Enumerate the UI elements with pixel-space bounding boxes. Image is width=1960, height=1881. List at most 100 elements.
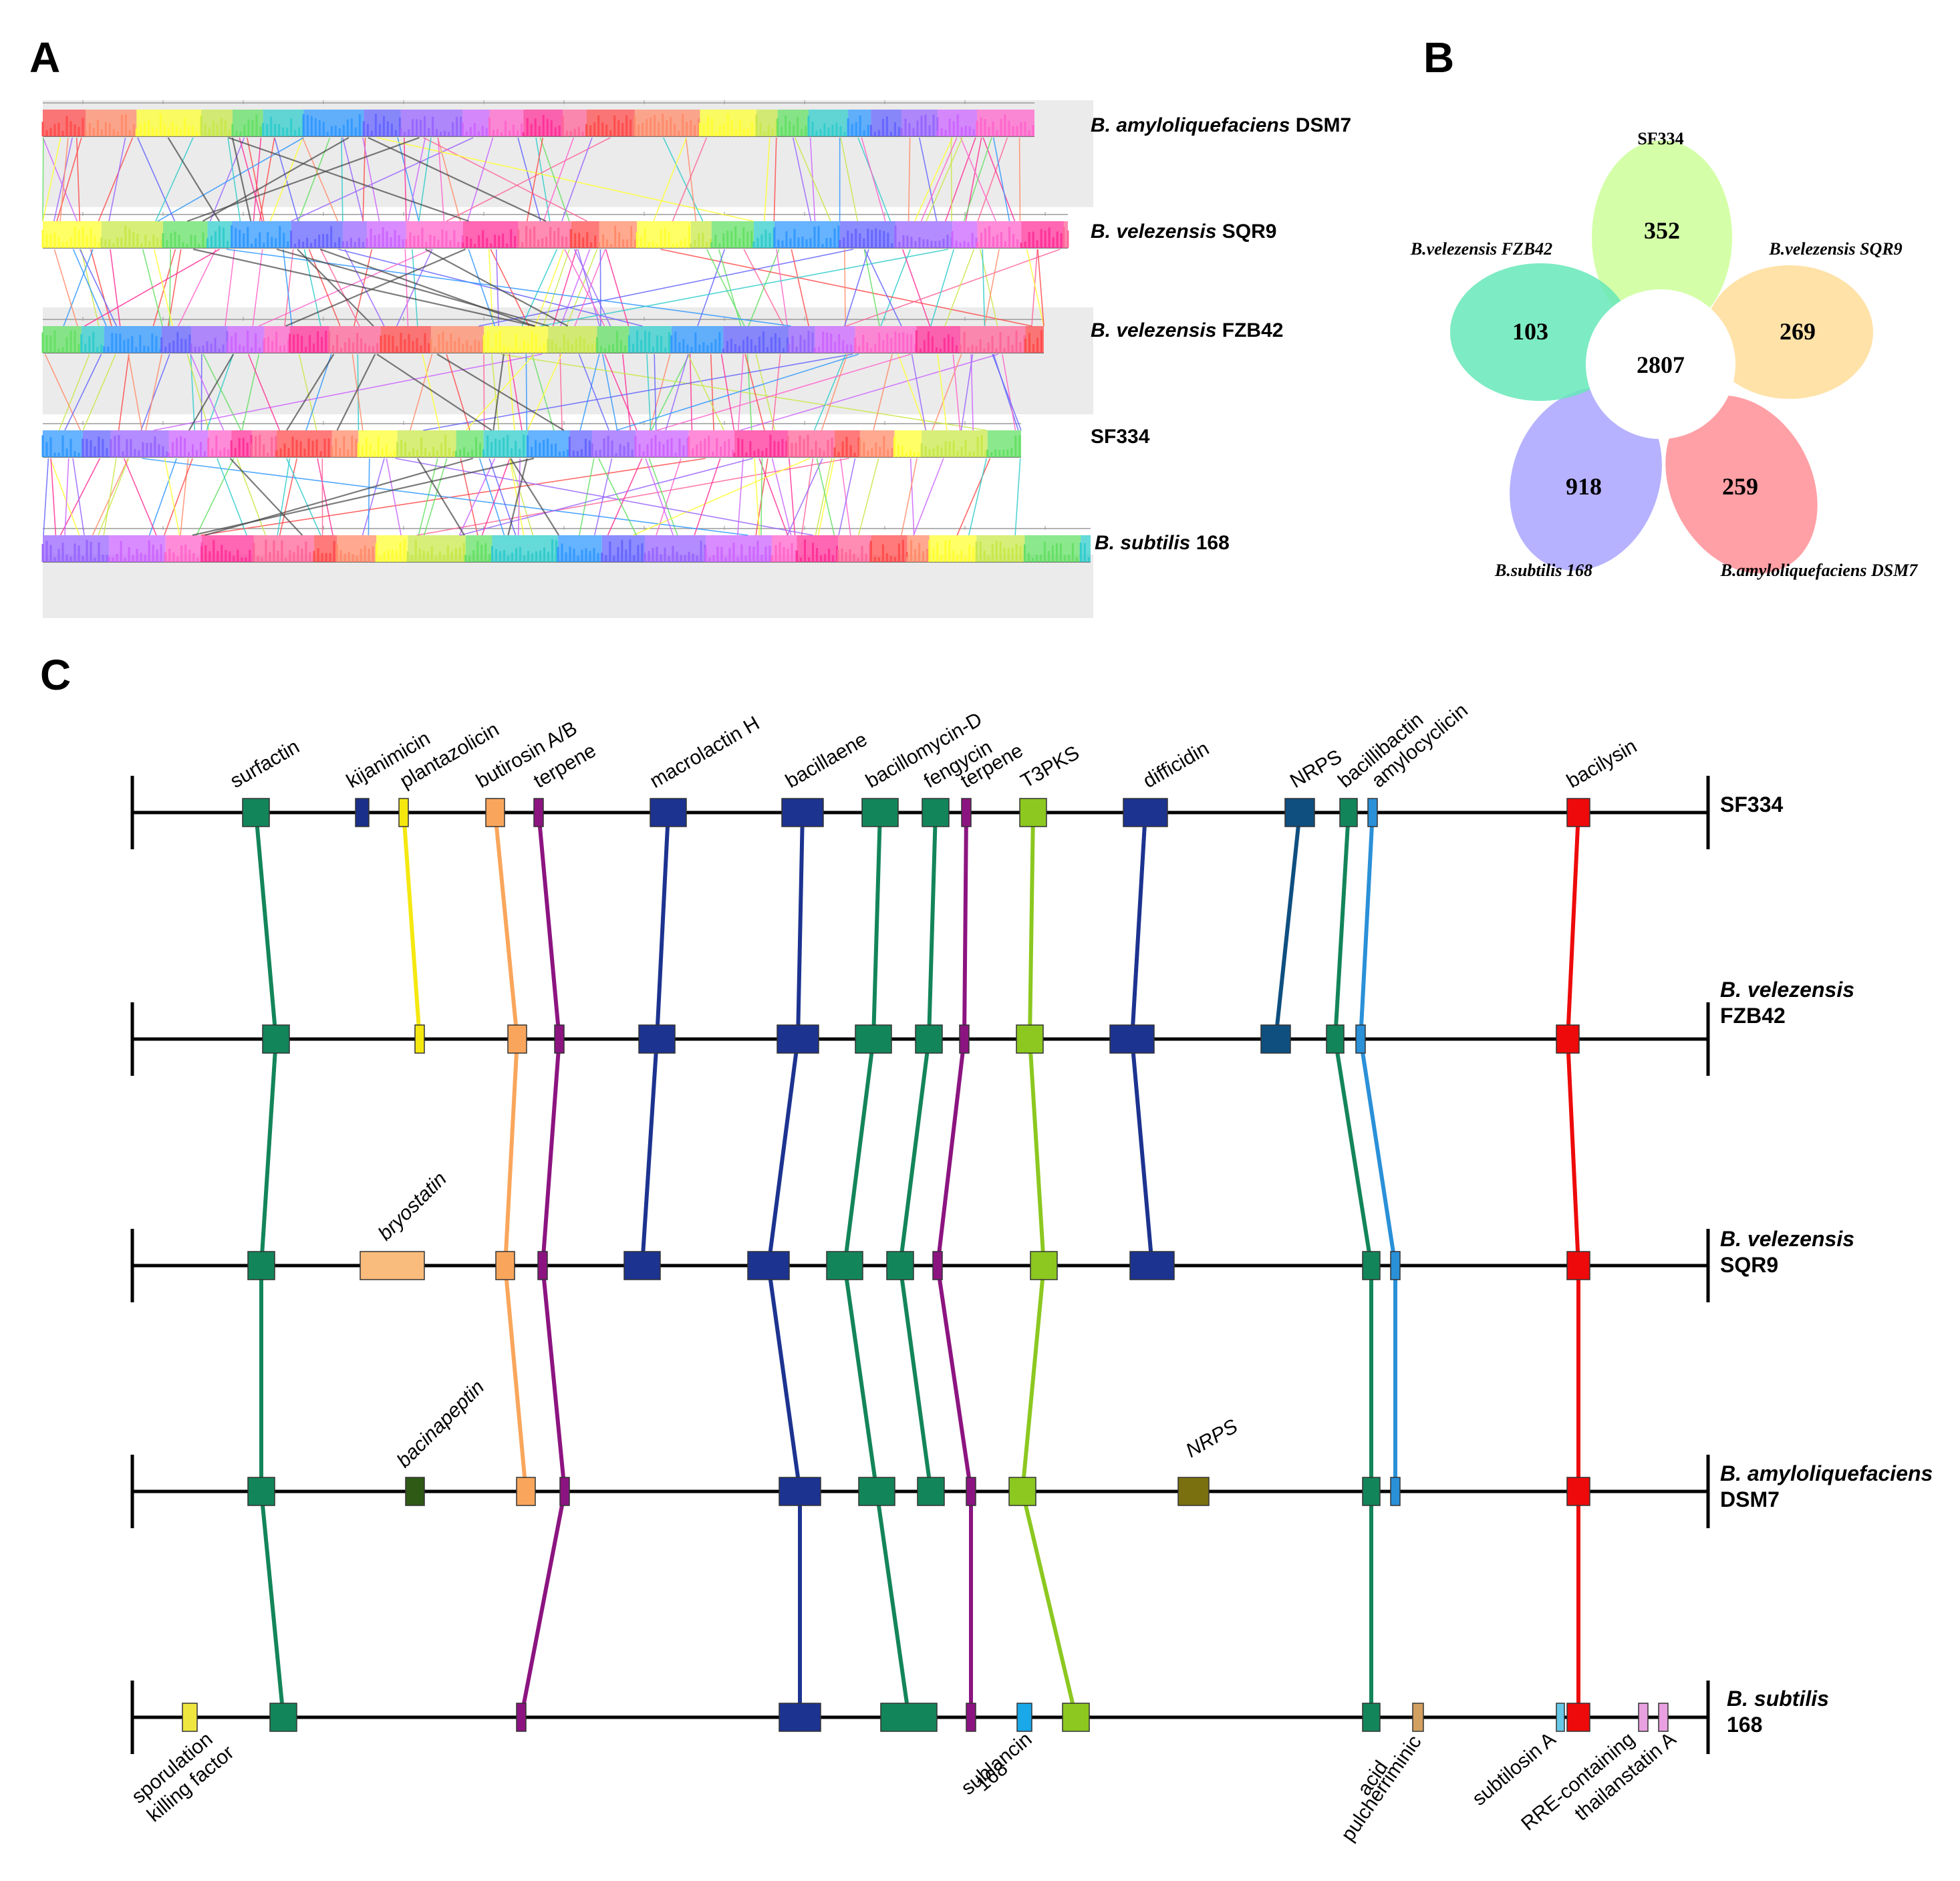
box-butirosin <box>495 1251 515 1280</box>
venn-count-dsm7: 259 <box>1722 473 1758 500</box>
lcb-connector <box>649 353 671 431</box>
lcb-connector <box>410 353 433 431</box>
lcb-connector <box>858 458 879 536</box>
lcb-connector <box>697 249 726 327</box>
lcb-connector <box>509 353 523 431</box>
lcb-connector <box>376 137 754 222</box>
lcb-connector-dark <box>319 248 535 327</box>
lcb-connector <box>918 137 938 222</box>
lcb-connector <box>648 458 678 536</box>
venn-label-168: B.subtilis 168 <box>1494 561 1592 580</box>
venn-count-sf334: 352 <box>1644 217 1680 244</box>
venn-label-dsm7: B.amyloliquefaciens DSM7 <box>1720 561 1919 580</box>
lcb-connector <box>42 137 61 222</box>
lcb-connector <box>687 353 724 431</box>
lcb-connector <box>418 137 432 222</box>
box-t3pks <box>1016 1024 1044 1054</box>
lcb-connector <box>246 137 265 222</box>
box-terpene <box>533 798 544 827</box>
box-nrps-dsm7 <box>1177 1477 1210 1506</box>
lcb-connector-dark <box>231 137 252 222</box>
lcb-connector <box>633 458 810 536</box>
link-terpene <box>537 812 561 1040</box>
box-bacillaene <box>747 1251 790 1280</box>
lcb-block <box>916 326 961 353</box>
lcb-connector <box>200 458 706 536</box>
lcb-block <box>165 535 202 562</box>
lcb-connector <box>653 137 687 222</box>
lcb-connector <box>155 137 194 222</box>
label-bacillaene: bacillaene <box>782 728 871 792</box>
lcb-connector <box>758 458 789 536</box>
link-bacillomycin <box>875 1491 911 1718</box>
lcb-connector <box>190 353 225 431</box>
box-bacillaene <box>779 1477 821 1506</box>
lcb-connector <box>368 458 370 536</box>
lcb-connector <box>478 249 854 327</box>
lcb-connector <box>72 458 85 536</box>
lcb-connector <box>42 137 78 222</box>
petal-fzb42 <box>1450 263 1631 401</box>
lcb-connector <box>952 353 961 431</box>
lcb-connector <box>543 137 575 222</box>
label-bacinapeptin: bacinapeptin <box>393 1376 489 1472</box>
link-terpene <box>519 1491 567 1718</box>
lcb-block <box>1063 221 1068 248</box>
lcb-connector <box>209 137 245 222</box>
petal-168 <box>1510 388 1662 571</box>
lcb-connector <box>507 353 515 431</box>
lcb-connector <box>404 249 409 327</box>
link-terpene2 <box>962 812 968 1040</box>
lcb-connector <box>178 249 217 327</box>
link-bacillaene <box>796 812 805 1040</box>
link-bacillaene <box>766 1265 802 1492</box>
link-fengycin <box>927 812 938 1040</box>
box-surfactin <box>262 1024 290 1054</box>
link-bacillibactin <box>1333 1038 1373 1266</box>
lcb-connector <box>740 353 999 431</box>
lcb-connector <box>82 353 116 431</box>
lcb-connector <box>342 137 364 222</box>
link-bacillomycin <box>843 1265 879 1492</box>
lcb-connector <box>913 458 944 536</box>
lcb-block <box>688 430 734 457</box>
lcb-connector <box>926 137 963 222</box>
lcb-connector <box>59 458 101 536</box>
box-t3pks <box>1062 1703 1090 1732</box>
box-amylocyclicin <box>1390 1251 1401 1280</box>
lcb-connector <box>186 353 210 431</box>
lcb-connector <box>118 353 130 431</box>
box-difficidin <box>1123 798 1168 827</box>
venn-count-fzb42: 103 <box>1512 318 1548 345</box>
lcb-connector <box>63 249 94 327</box>
lcb-connector <box>911 353 927 431</box>
link-bacillibactin <box>1333 812 1351 1040</box>
lcb-connector <box>579 458 595 536</box>
lcb-connector <box>791 249 810 327</box>
lcb-connector <box>418 458 438 536</box>
box-terpene <box>516 1703 527 1732</box>
lcb-connector <box>302 137 339 222</box>
link-surfactin <box>259 1491 285 1718</box>
lcb-connector <box>79 249 118 327</box>
lcb-connector <box>437 137 445 222</box>
lcb-connector <box>277 458 291 536</box>
lcb-connector <box>552 249 577 327</box>
venn-label-sqr9: B.velezensis SQR9 <box>1768 239 1902 259</box>
box-terpene2 <box>959 1024 970 1054</box>
lcb-connector <box>897 353 927 431</box>
lcb-blocks <box>41 110 1091 562</box>
box-bacillomycin <box>858 1477 895 1506</box>
box-fengycin <box>886 1251 914 1280</box>
lcb-connector <box>446 353 470 431</box>
box-terpene <box>554 1024 565 1054</box>
box-t3pks <box>1008 1477 1036 1506</box>
lcb-connector <box>864 249 902 327</box>
label-bryostatin: bryostatin <box>374 1168 451 1245</box>
lcb-connector <box>598 458 638 536</box>
lcb-connector <box>269 137 303 222</box>
lcb-connector <box>909 458 915 536</box>
lcb-connector <box>258 249 432 327</box>
lcb-connector <box>539 137 570 222</box>
